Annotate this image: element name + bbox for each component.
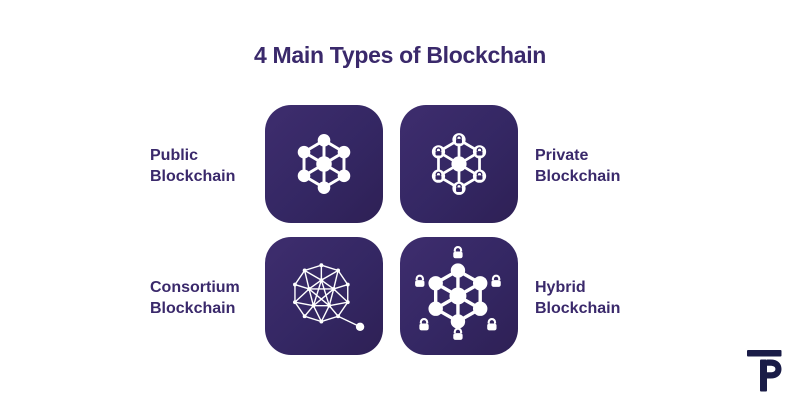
hybrid-network-locks-icon — [415, 246, 501, 340]
tile-hybrid-blockchain — [400, 237, 518, 355]
page-title: 4 Main Types of Blockchain — [253, 42, 547, 68]
label-public-blockchain: Public Blockchain — [150, 147, 236, 185]
lock-node-icons — [431, 133, 487, 195]
consortium-mesh-sphere-icon — [293, 263, 365, 332]
label-consortium-blockchain: Consortium Blockchain — [150, 279, 240, 317]
perimeter-lock-icons — [415, 246, 501, 340]
tile-consortium-blockchain — [265, 237, 383, 355]
tile-private-blockchain — [400, 105, 518, 223]
private-locked-network-icon — [431, 133, 487, 195]
label-hybrid-blockchain: Hybrid Blockchain — [535, 279, 621, 317]
brand-logo — [746, 350, 782, 392]
tile-public-blockchain — [265, 105, 383, 223]
public-network-icon — [297, 134, 351, 194]
brand-p-logo-icon — [747, 350, 782, 392]
label-private-blockchain: Private Blockchain — [535, 147, 621, 185]
